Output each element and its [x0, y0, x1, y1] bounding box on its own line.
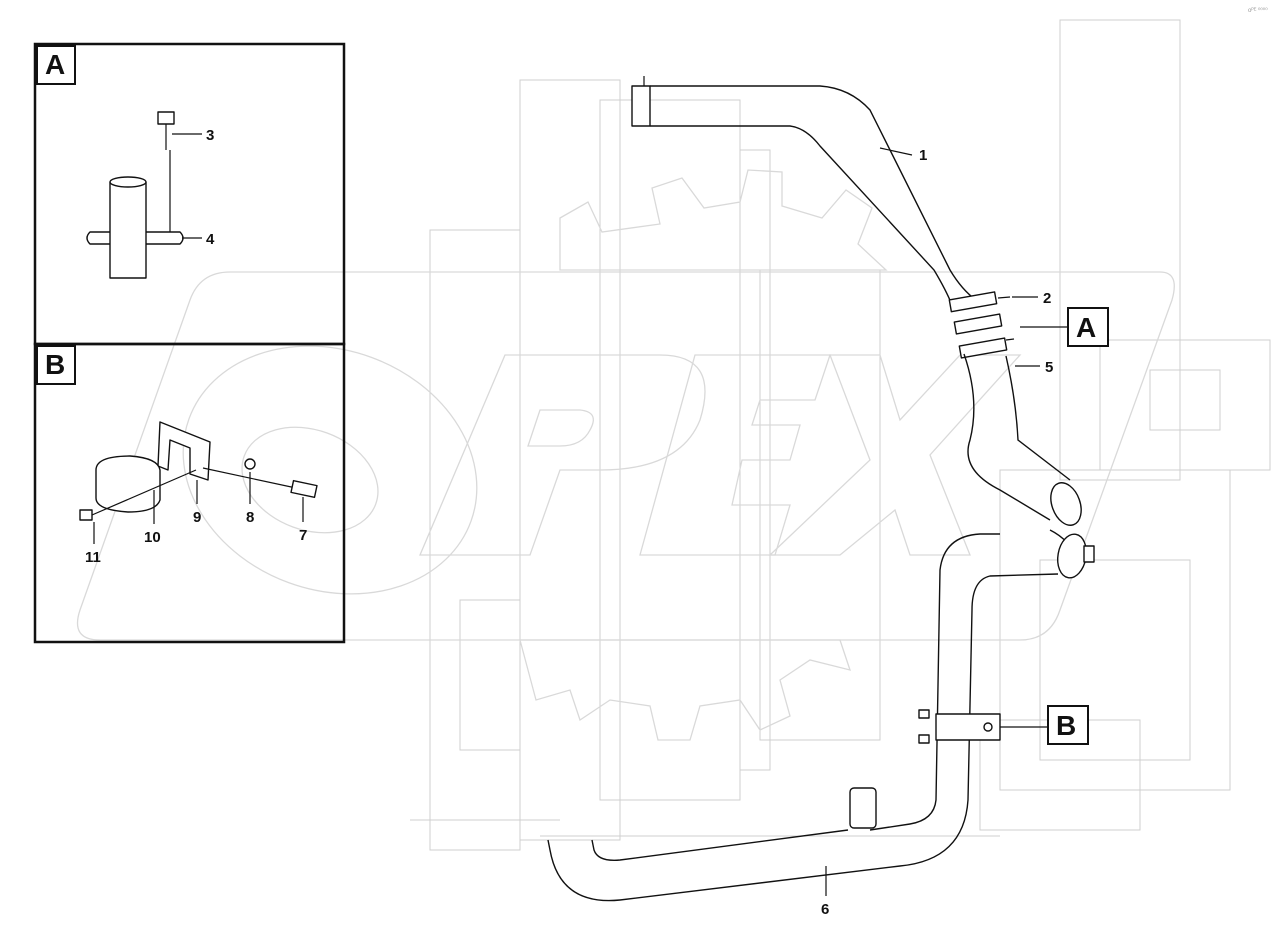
callout-4: 4: [206, 231, 215, 248]
detail-b-tag: B: [45, 349, 65, 380]
leader-lines: [825, 147, 1068, 896]
svg-text:A: A: [1076, 312, 1096, 343]
corner-mark: oᴾᴱ ⁰⁰⁰⁰: [1248, 7, 1268, 14]
callout-7: 7: [299, 527, 307, 544]
long-bolt: [290, 479, 318, 499]
pipe-clamp: [95, 455, 161, 513]
callout-1: 1: [919, 147, 927, 164]
callout-3: 3: [206, 127, 214, 144]
hose-inlet-fitting: [631, 85, 651, 127]
hose-clamp: [1050, 482, 1082, 526]
reference-tag-a: A: [1067, 307, 1109, 347]
callout-8: 8: [246, 509, 254, 526]
hose-clamp: [953, 313, 1003, 335]
hose-tee-outlet: [849, 787, 877, 829]
mounting-bracket: [157, 421, 211, 481]
callout-10: 10: [144, 529, 161, 546]
callout-11: 11: [85, 549, 101, 566]
background-engine-outline: [410, 19, 1271, 851]
detail-a-tag: A: [45, 49, 65, 80]
callout-9: 9: [193, 509, 201, 526]
reference-tag-b: B: [1047, 705, 1089, 745]
opex-watermark: O P E X: [76, 169, 1175, 741]
hose-clamp: [958, 337, 1008, 359]
clamp-screw: [1083, 545, 1095, 563]
small-bolt: [79, 509, 93, 521]
bolt-head: [157, 111, 175, 125]
washer: [244, 458, 256, 470]
svg-text:B: B: [1056, 710, 1076, 741]
callout-5: 5: [1045, 359, 1053, 376]
detail-panel-b: B 11 10 9 8 7: [33, 342, 346, 644]
detail-panel-a: A 3 4: [33, 42, 346, 346]
callout-6: 6: [821, 901, 829, 918]
pipe-spigot: [109, 181, 147, 279]
callout-2: 2: [1043, 290, 1051, 307]
hose-assembly: [547, 76, 1095, 902]
hose-clamp: [948, 291, 998, 313]
